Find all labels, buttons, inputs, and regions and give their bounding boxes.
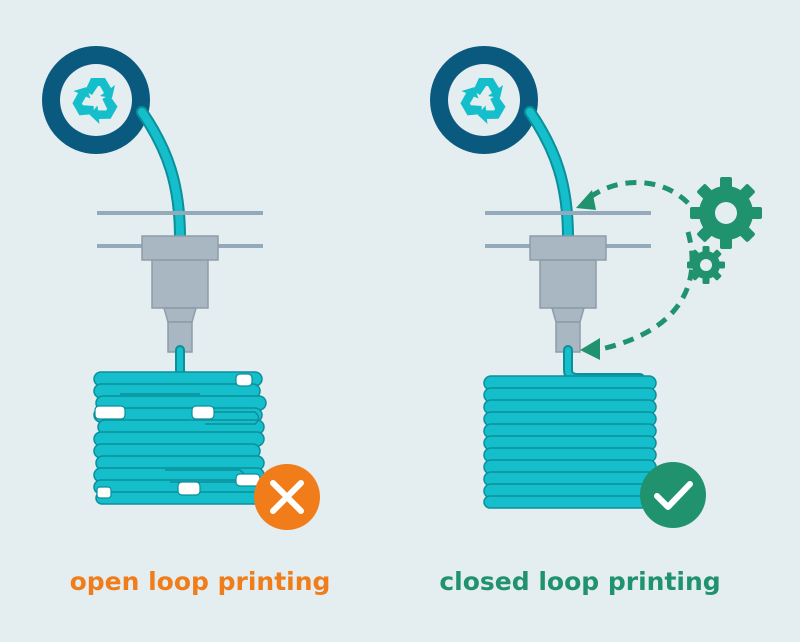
feedback-small-gear-icon — [687, 246, 725, 284]
print-nozzle — [529, 235, 607, 353]
print-defects — [94, 373, 261, 499]
arrow-head — [576, 190, 596, 210]
guide-rail — [97, 211, 263, 215]
guide-rail — [485, 211, 651, 215]
feedback-arrows — [587, 180, 695, 353]
feedback-gear-icon — [690, 177, 762, 249]
neat-print-stack — [483, 375, 657, 509]
open-loop-caption: open loop printing — [69, 567, 331, 596]
open-loop-printer — [42, 46, 320, 530]
arrow-head — [580, 338, 600, 360]
closed-loop-caption: closed loop printing — [439, 567, 721, 596]
closed-loop-printer — [430, 46, 762, 528]
print-nozzle — [141, 235, 219, 353]
success-check-icon — [640, 462, 706, 528]
error-cross-icon — [254, 464, 320, 530]
messy-print-stack — [93, 371, 267, 505]
spool-recycle-icon — [42, 46, 150, 154]
spool-recycle-icon — [430, 46, 538, 154]
